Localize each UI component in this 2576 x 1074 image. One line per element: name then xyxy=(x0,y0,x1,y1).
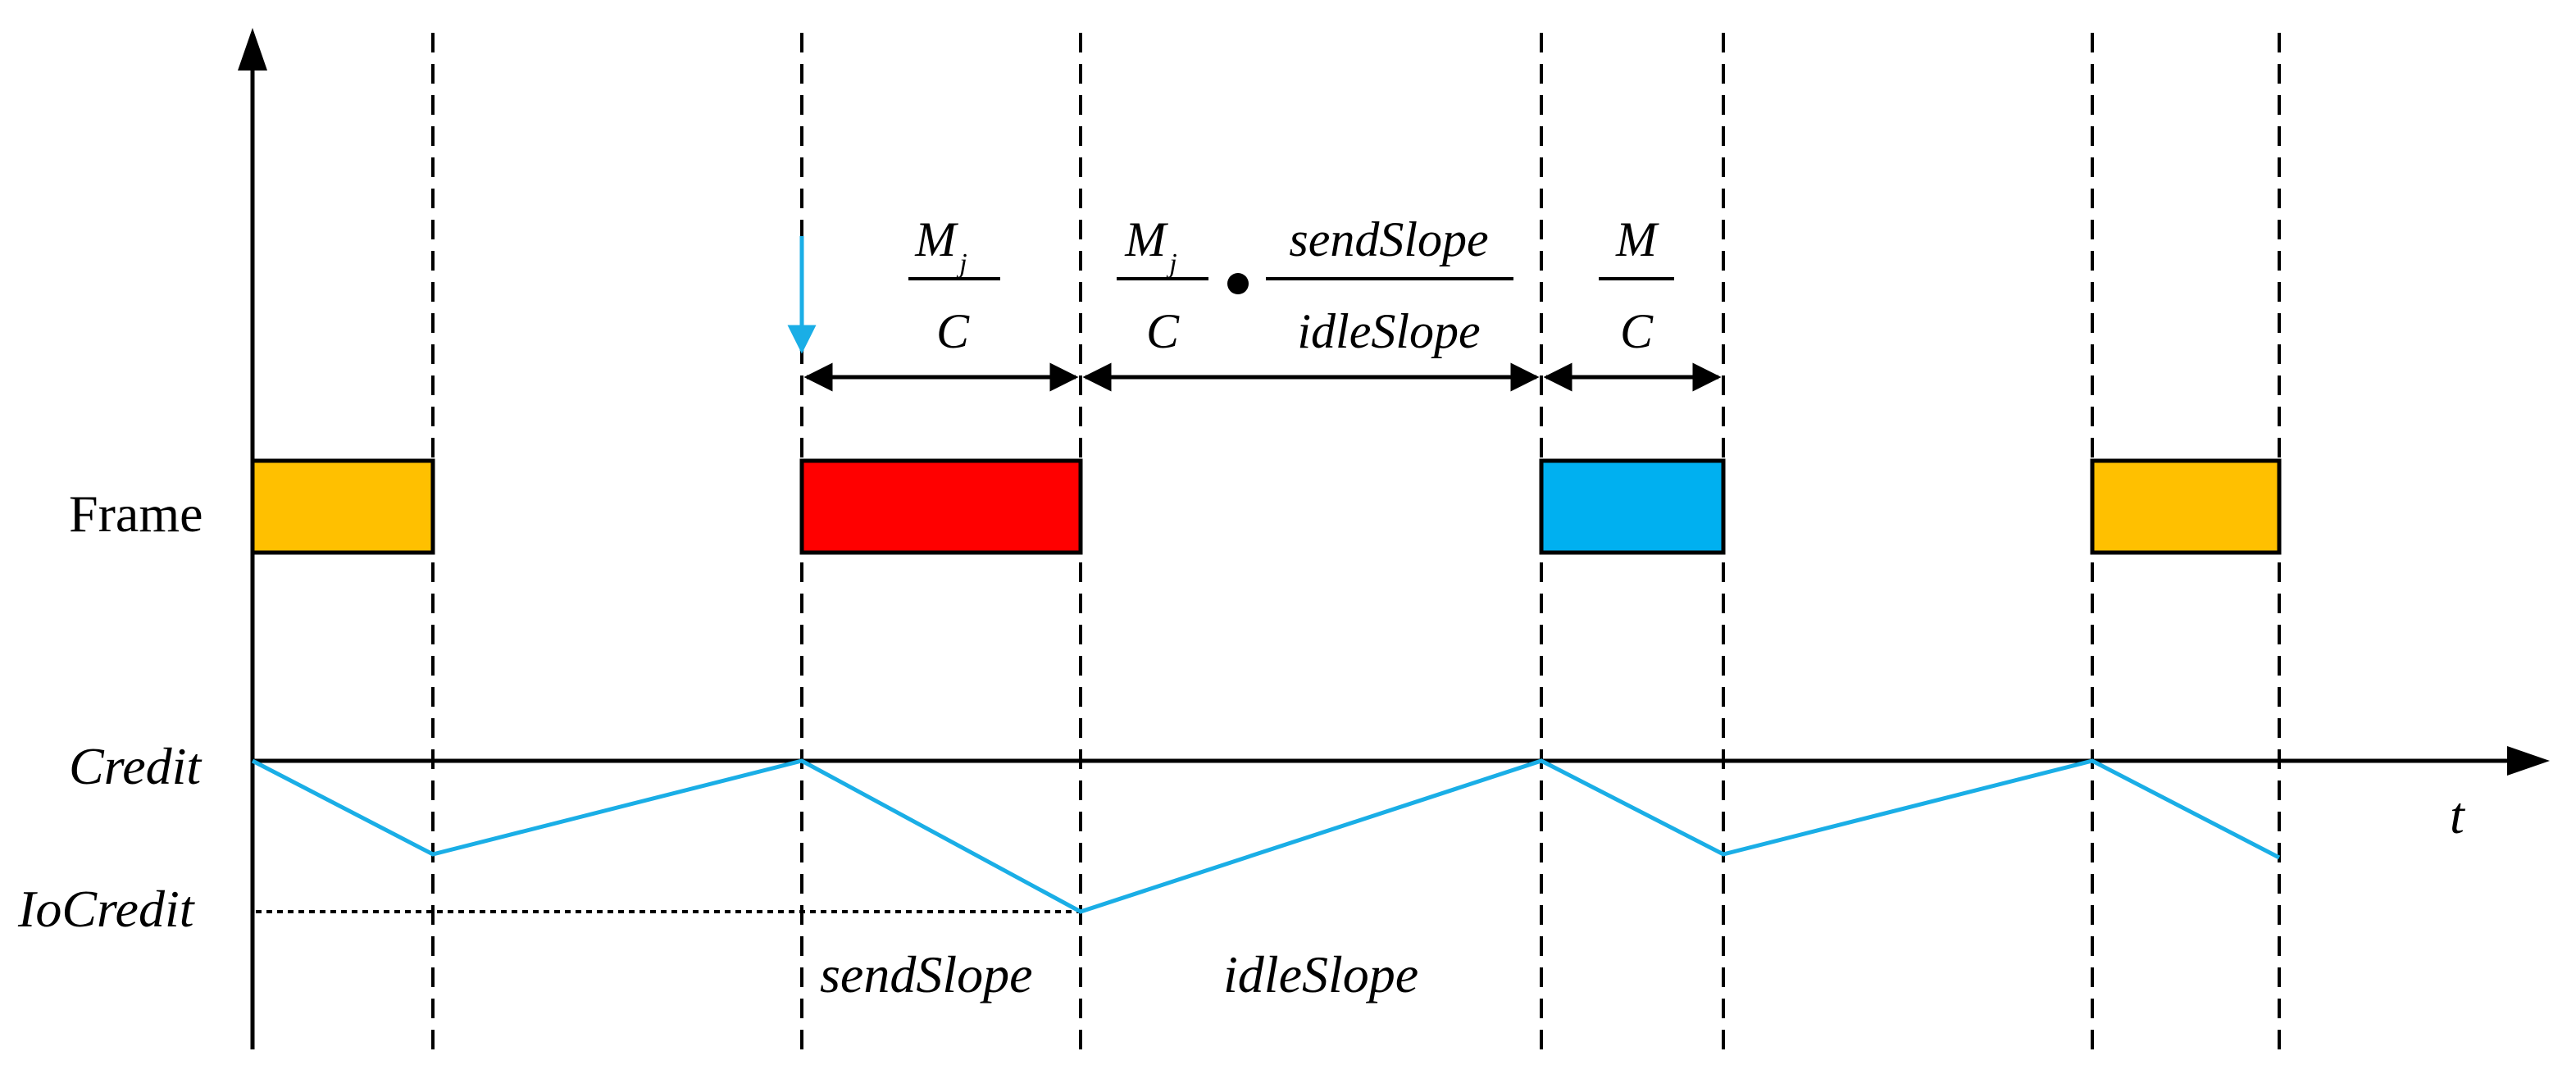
fraction-denominator: C xyxy=(936,304,970,358)
time-axis-arrowhead xyxy=(2507,746,2550,776)
fraction-numerator: M xyxy=(1615,212,1659,266)
locredit-label: IoCredit xyxy=(17,880,196,938)
fraction-numerator: sendSlope xyxy=(1289,212,1488,266)
next-tx-interval-fraction: M C xyxy=(1599,212,1674,358)
frame-block-3 xyxy=(1539,458,1726,555)
frame-block-4 xyxy=(2090,458,2282,555)
fraction-denominator: idleSlope xyxy=(1297,304,1480,358)
frame-row-label: Frame xyxy=(69,485,203,543)
send-slope-label: sendSlope xyxy=(820,945,1033,1003)
multiplication-dot xyxy=(1227,273,1249,294)
frame-block-2 xyxy=(799,458,1083,555)
credit-curve xyxy=(251,758,2281,914)
frame-block-1 xyxy=(250,458,435,555)
time-axis-label: t xyxy=(2450,786,2466,844)
guide-lines xyxy=(431,33,2281,1049)
fraction-denominator: C xyxy=(1620,304,1654,358)
idle-slope-label: idleSlope xyxy=(1223,945,1418,1003)
fraction-denominator: C xyxy=(1146,304,1180,358)
frame-row xyxy=(250,458,2282,555)
vertical-axis-arrowhead xyxy=(238,28,267,71)
credit-label: Credit xyxy=(69,737,203,795)
